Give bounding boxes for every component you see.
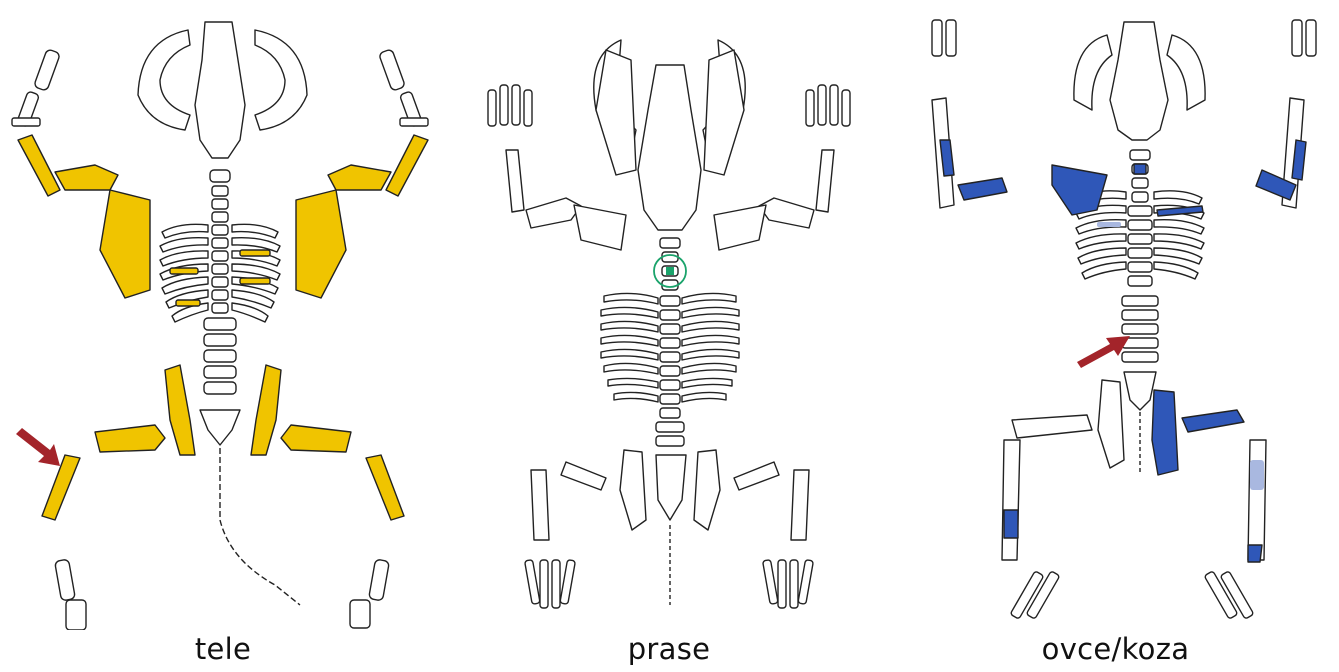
right-femur: [1182, 410, 1244, 432]
left-tibia: [42, 455, 80, 520]
right-foreleg-scap: [714, 205, 766, 250]
right-femur: [734, 462, 779, 490]
right-forefoot: [1292, 20, 1316, 56]
left-forefoot: [932, 20, 956, 56]
skull: [638, 65, 701, 230]
skull: [195, 22, 245, 158]
red-arrow-icon: [16, 428, 60, 466]
right-pelvis: [694, 450, 720, 530]
rib-fragment-3: [240, 278, 270, 284]
right-pelvis: [1152, 390, 1178, 475]
left-femur: [95, 425, 165, 452]
caption-calf: tele: [0, 632, 446, 666]
mandible-left: [138, 30, 190, 130]
left-tibia-band: [1004, 510, 1018, 538]
right-tibia: [1248, 440, 1266, 560]
left-humerus: [55, 165, 118, 190]
spine: [204, 170, 236, 394]
skeleton-panel-pig: prase: [446, 0, 892, 672]
left-pelvis: [165, 365, 195, 455]
mandible-left: [1074, 35, 1112, 110]
left-femur: [561, 462, 606, 490]
left-humerus: [526, 198, 581, 228]
right-tibia: [791, 470, 809, 540]
spine-blue: [1134, 164, 1146, 174]
mandible-right: [1167, 35, 1205, 110]
left-tibia: [531, 470, 549, 540]
right-tibia: [366, 455, 404, 520]
rib-fragment-2: [240, 250, 270, 256]
left-hindfoot: [55, 559, 86, 630]
rib-fragment: [170, 268, 198, 274]
red-arrow-icon: [1077, 336, 1130, 368]
spine: [1122, 150, 1158, 362]
right-tibia-end: [1248, 545, 1262, 562]
mandible-right: [255, 30, 307, 130]
rib-fragment-4: [176, 300, 200, 306]
right-scapula: [296, 190, 346, 298]
calf-skeleton-diagram: [0, 0, 446, 630]
left-pelvis: [1098, 380, 1124, 468]
skeleton-panel-sheep-goat: ovce/koza: [892, 0, 1339, 672]
left-foreleg-scap: [574, 205, 626, 250]
left-hindfoot: [1010, 571, 1060, 619]
left-tibia: [1002, 440, 1020, 560]
pig-skeleton-diagram: [446, 0, 892, 630]
left-radius: [506, 150, 524, 212]
tail: [220, 448, 300, 605]
left-femur: [1012, 415, 1092, 438]
right-radius: [816, 150, 834, 212]
right-pelvis: [251, 365, 281, 455]
right-radius: [386, 135, 428, 196]
left-scapula: [100, 190, 150, 298]
right-forefoot: [379, 49, 428, 127]
right-hindfoot: [350, 559, 389, 628]
left-radius: [18, 135, 60, 196]
sheep-goat-skeleton-diagram: [892, 0, 1339, 630]
right-hindfoot: [763, 560, 814, 608]
sacrum: [200, 410, 240, 445]
right-forefoot: [806, 85, 850, 126]
right-humerus: [328, 165, 391, 190]
right-femur: [281, 425, 351, 452]
sacrum: [656, 455, 686, 520]
skull: [1110, 22, 1168, 140]
left-forefoot: [488, 85, 532, 126]
skeleton-panel-calf: tele: [0, 0, 446, 672]
left-hindfoot: [525, 560, 576, 608]
right-humerus: [759, 198, 814, 228]
right-hindfoot: [1204, 571, 1254, 619]
left-forefoot: [12, 49, 60, 127]
left-pelvis: [620, 450, 646, 530]
caption-sheep-goat: ovce/koza: [892, 632, 1339, 666]
caption-pig: prase: [446, 632, 892, 666]
left-humerus-part: [958, 178, 1007, 200]
sacrum: [1124, 372, 1156, 410]
